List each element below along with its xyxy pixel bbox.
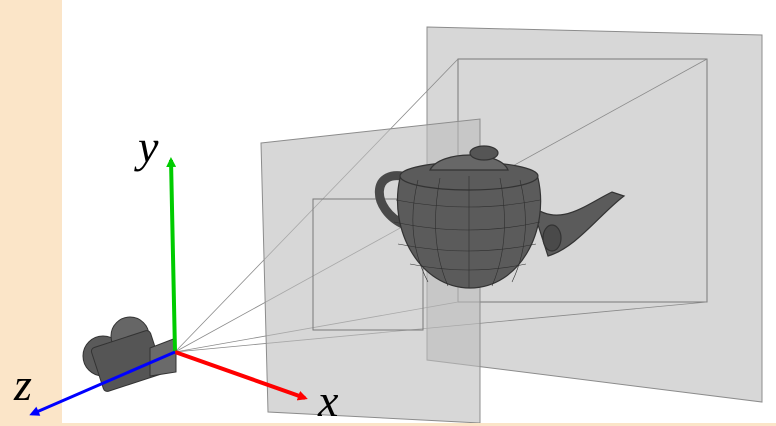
teapot-wireframe	[393, 176, 541, 288]
x-axis-label: x	[318, 375, 339, 426]
z-axis-label: z	[14, 359, 32, 410]
y-axis-label: y	[138, 121, 159, 172]
x-axis-arrow	[174, 350, 308, 401]
z-axis-arrow	[29, 350, 176, 416]
camera-icon	[82, 316, 177, 392]
y-axis-arrow	[166, 157, 177, 353]
